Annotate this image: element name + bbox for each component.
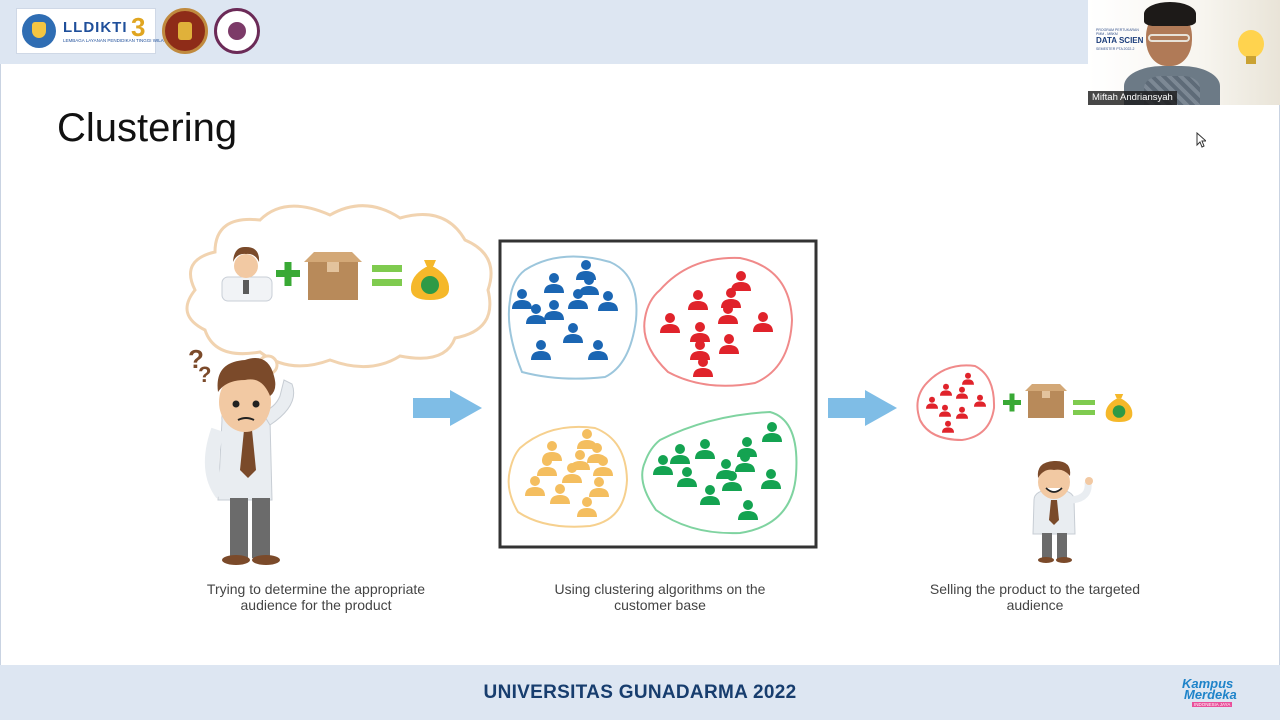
confused-man-illustration: ? ? <box>188 344 295 565</box>
plus-icon-small <box>1003 393 1021 412</box>
slide-title: Clustering <box>57 106 238 150</box>
kemendikbud-logo <box>162 8 208 54</box>
gunadarma-logo <box>214 8 260 54</box>
caption-middle-line2: customer base <box>614 597 706 613</box>
poster-line2: PMM - MBKM <box>1096 32 1118 36</box>
target-cluster-outline <box>916 364 996 442</box>
presenter-hair <box>1144 2 1196 26</box>
caption-left-line2: audience for the product <box>240 597 392 613</box>
mouse-cursor-icon <box>1196 132 1206 148</box>
blue-cluster-outline <box>507 255 638 380</box>
kampus-merdeka-logo: Kampus Merdeka INDONESIA JAYA <box>1182 676 1252 710</box>
target-cluster <box>926 372 986 433</box>
equals-icon-small <box>1073 400 1095 415</box>
lldikti-logo-number: 3 <box>131 12 146 42</box>
caption-middle-line1: Using clustering algorithms on the <box>554 581 766 597</box>
caption-right: Selling the product to the targeted audi… <box>895 581 1175 613</box>
poster-line1: PROGRAM PERTUKARAN <box>1096 28 1139 32</box>
participant-name-label: Miftah Andriansyah <box>1088 91 1177 105</box>
product-box-icon-small <box>1025 384 1067 418</box>
presenter-glasses <box>1148 34 1190 42</box>
lldikti-logo-subtext: LEMBAGA LAYANAN PENDIDIKAN TINGGI WILAYA… <box>63 38 178 43</box>
caption-right-line1: Selling the product to the targeted <box>929 581 1141 597</box>
caption-left-line1: Trying to determine the appropriate <box>206 581 426 597</box>
participant-video-tile[interactable]: PROGRAM PERTUKARAN PMM - MBKM DATA SCIEN… <box>1088 0 1280 105</box>
tut-wuri-icon <box>22 14 56 48</box>
svg-text:?: ? <box>198 362 211 387</box>
footer-bar <box>0 665 1280 720</box>
kampus-merdeka-tag: INDONESIA JAYA <box>1192 702 1233 707</box>
poster-title: DATA SCIEN <box>1096 36 1144 45</box>
customer-icon <box>221 246 273 302</box>
product-box-icon <box>304 252 362 300</box>
caption-middle: Using clustering algorithms on the custo… <box>520 581 800 613</box>
kampus-merdeka-line1: Kampus <box>1182 676 1234 691</box>
red-cluster-outline <box>643 256 794 387</box>
poster-line3: SEMESTER PTA 2022-2 <box>1096 47 1135 51</box>
lightbulb-base-icon <box>1246 56 1256 64</box>
happy-man-illustration <box>1032 460 1093 563</box>
green-cluster-outline <box>641 410 798 535</box>
arrow-icon-1 <box>413 390 482 426</box>
money-bag-icon-small <box>1105 394 1133 422</box>
lightbulb-icon <box>1238 30 1264 58</box>
yellow-cluster-outline <box>507 425 629 528</box>
equals-icon <box>372 265 402 286</box>
money-bag-icon <box>410 260 450 300</box>
svg-text:?: ? <box>188 344 204 374</box>
kampus-merdeka-line2: Merdeka <box>1184 687 1237 702</box>
caption-left: Trying to determine the appropriate audi… <box>176 581 456 613</box>
lldikti-logo: LLDIKTI 3 LEMBAGA LAYANAN PENDIDIKAN TIN… <box>16 8 177 54</box>
lldikti-logo-text: LLDIKTI <box>63 19 128 36</box>
footer-university-text: UNIVERSITAS GUNADARMA 2022 <box>483 682 797 703</box>
plus-icon <box>276 262 300 286</box>
arrow-icon-2 <box>828 390 897 426</box>
caption-right-line2: audience <box>1006 597 1064 613</box>
header-bar <box>0 0 1280 64</box>
